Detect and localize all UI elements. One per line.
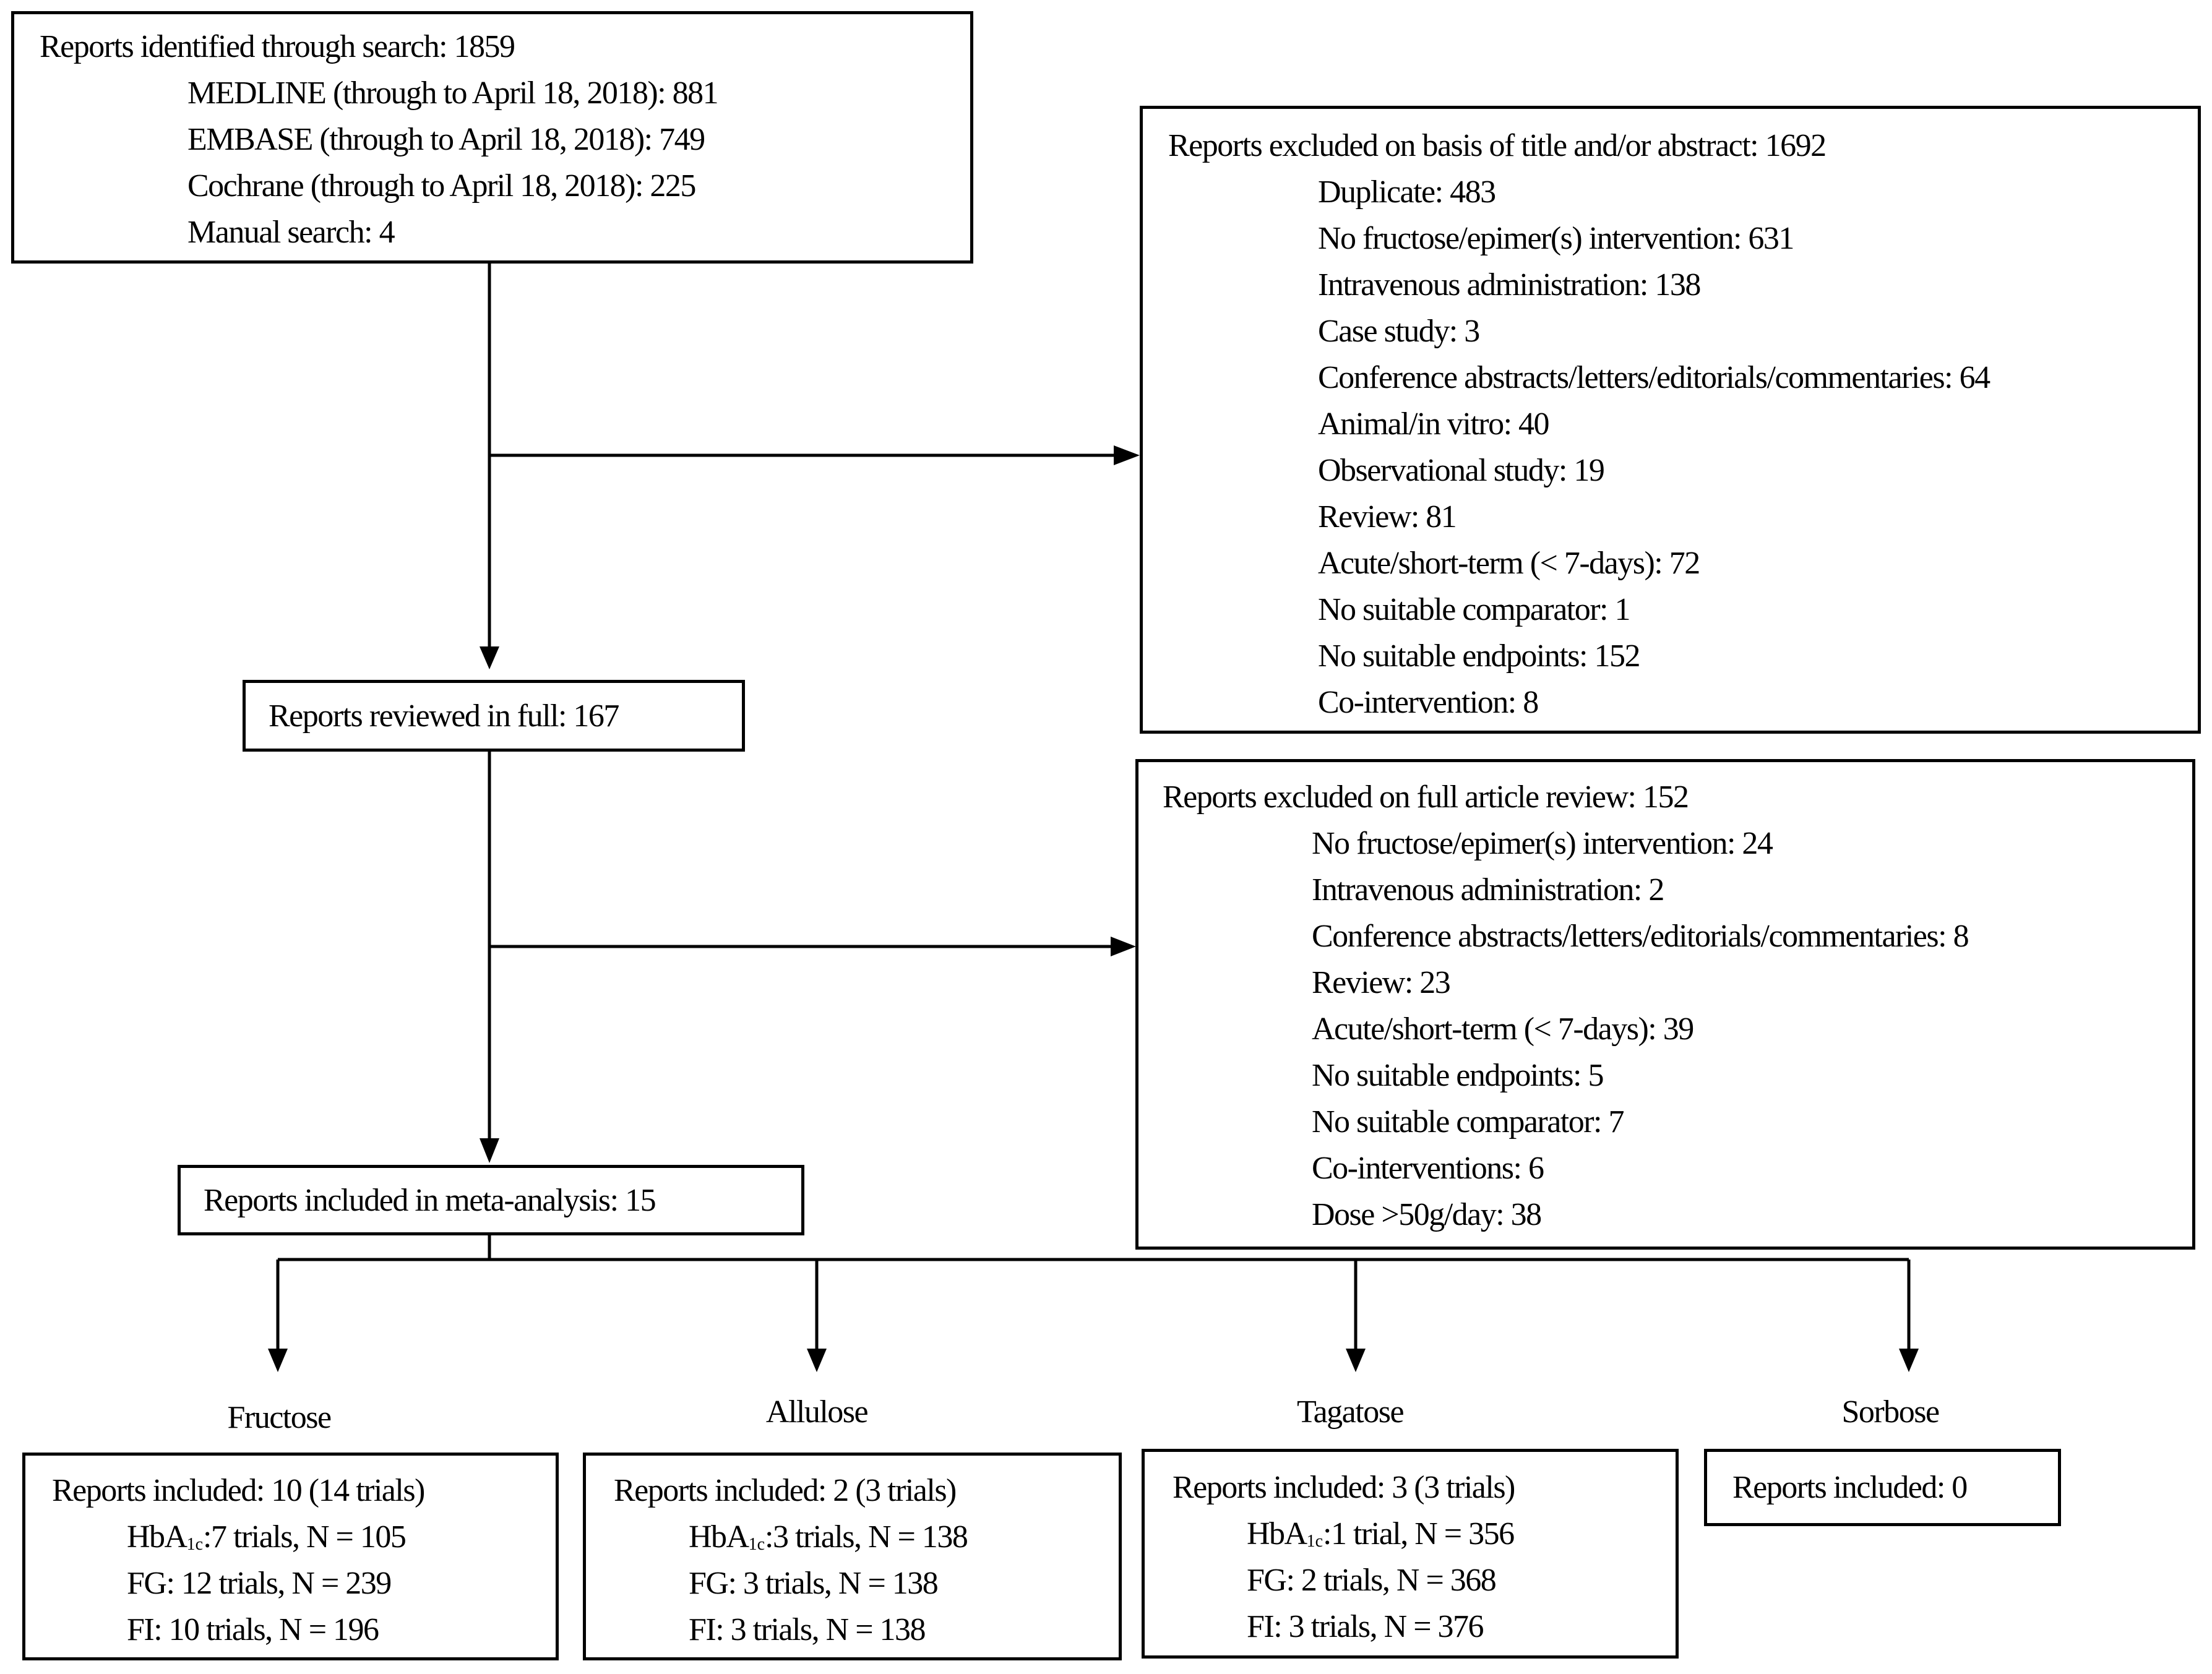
exclusion-reason: No fructose/epimer(s) intervention: 631 [1318, 221, 1794, 256]
reports-included: Reports included: 2 (3 trials) [614, 1473, 957, 1508]
exclusion-reason: Conference abstracts/letters/editorials/… [1312, 919, 1969, 954]
search-source: EMBASE (through to April 18, 2018): 749 [187, 122, 705, 157]
arrowhead [480, 646, 499, 669]
fi-line: FI: 3 trials, N = 138 [689, 1612, 926, 1647]
sorbose-box [1704, 1449, 2061, 1526]
hba1c-value: :3 trials, N = 138 [765, 1519, 968, 1555]
hba1c-label: HbA [689, 1519, 749, 1555]
reports-included: Reports included: 0 [1732, 1470, 1968, 1505]
search-source: Manual search: 4 [187, 215, 395, 250]
exclusion-screen-box [1140, 106, 2201, 734]
exclusion-screen-title: Reports excluded on basis of title and/o… [1168, 128, 1827, 163]
exclusion-reason: Intravenous administration: 2 [1312, 872, 1664, 908]
hba1c-label: HbA [1247, 1516, 1307, 1552]
fi-line: FI: 10 trials, N = 196 [127, 1612, 379, 1647]
exclusion-reason: Co-intervention: 8 [1318, 685, 1539, 720]
exclusion-reason: Review: 23 [1312, 965, 1451, 1000]
hba1c-line: HbA1c:1 trial, N = 356 [1247, 1511, 1515, 1557]
exclusion-reason: Co-interventions: 6 [1312, 1151, 1544, 1186]
exclusion-reason: Duplicate: 483 [1318, 174, 1496, 210]
exclusion-reason: Conference abstracts/letters/editorials/… [1318, 360, 1990, 395]
arrowhead [1111, 937, 1136, 956]
fg-line: FG: 2 trials, N = 368 [1247, 1563, 1497, 1598]
identification-title: Reports identified through search: 1859 [40, 29, 515, 64]
hba1c-line: HbA1c:7 trials, N = 105 [127, 1514, 407, 1560]
exclusion-reason: Observational study: 19 [1318, 453, 1605, 488]
reviewed-label: Reports reviewed in full: 167 [269, 698, 619, 734]
exclusion-reason: Intravenous administration: 138 [1318, 267, 1701, 303]
search-source: MEDLINE (through to April 18, 2018): 881 [187, 75, 719, 111]
reviewed-box [243, 680, 745, 752]
fi-line: FI: 3 trials, N = 376 [1247, 1609, 1484, 1644]
arrowhead [1346, 1349, 1366, 1372]
group-name-fructose: Fructose [227, 1400, 332, 1435]
hba1c-label: HbA [127, 1519, 187, 1555]
identification-box [11, 11, 973, 264]
hba1c-subscript: 1c [186, 1535, 204, 1554]
hba1c-value: :1 trial, N = 356 [1323, 1516, 1515, 1552]
exclusion-full-title: Reports excluded on full article review:… [1163, 779, 1689, 815]
fg-line: FG: 12 trials, N = 239 [127, 1566, 392, 1601]
exclusion-reason: Acute/short-term (< 7-days): 72 [1318, 546, 1700, 581]
exclusion-reason: No fructose/epimer(s) intervention: 24 [1312, 826, 1773, 861]
exclusion-reason: No suitable endpoints: 5 [1312, 1058, 1604, 1093]
included-box [178, 1165, 804, 1235]
exclusion-reason: No suitable endpoints: 152 [1318, 638, 1640, 674]
exclusion-reason: No suitable comparator: 1 [1318, 592, 1631, 627]
search-source: Cochrane (through to April 18, 2018): 22… [187, 168, 696, 204]
arrowhead [807, 1349, 827, 1372]
hba1c-value: :7 trials, N = 105 [203, 1519, 407, 1555]
group-name-allulose: Allulose [765, 1394, 869, 1430]
reports-included: Reports included: 3 (3 trials) [1173, 1470, 1515, 1505]
arrowhead [1899, 1349, 1919, 1372]
fructose-box [22, 1453, 559, 1660]
exclusion-full-box [1135, 759, 2195, 1250]
reports-included: Reports included: 10 (14 trials) [52, 1473, 425, 1508]
hba1c-subscript: 1c [748, 1535, 765, 1554]
fg-line: FG: 3 trials, N = 138 [689, 1566, 939, 1601]
exclusion-reason: No suitable comparator: 7 [1312, 1104, 1625, 1140]
group-name-sorbose: Sorbose [1841, 1394, 1940, 1430]
arrowhead [480, 1138, 499, 1163]
arrowhead [268, 1349, 288, 1372]
exclusion-reason: Dose >50g/day: 38 [1312, 1197, 1542, 1232]
group-name-tagatose: Tagatose [1296, 1394, 1405, 1430]
arrowhead [1114, 445, 1140, 465]
exclusion-reason: Case study: 3 [1318, 314, 1480, 349]
exclusion-reason: Review: 81 [1318, 499, 1457, 534]
hba1c-subscript: 1c [1306, 1532, 1323, 1551]
included-label: Reports included in meta-analysis: 15 [204, 1183, 656, 1218]
hba1c-line: HbA1c:3 trials, N = 138 [689, 1514, 968, 1560]
allulose-box [583, 1453, 1122, 1660]
tagatose-box [1142, 1449, 1679, 1659]
exclusion-reason: Animal/in vitro: 40 [1318, 406, 1550, 442]
exclusion-reason: Acute/short-term (< 7-days): 39 [1312, 1011, 1694, 1047]
